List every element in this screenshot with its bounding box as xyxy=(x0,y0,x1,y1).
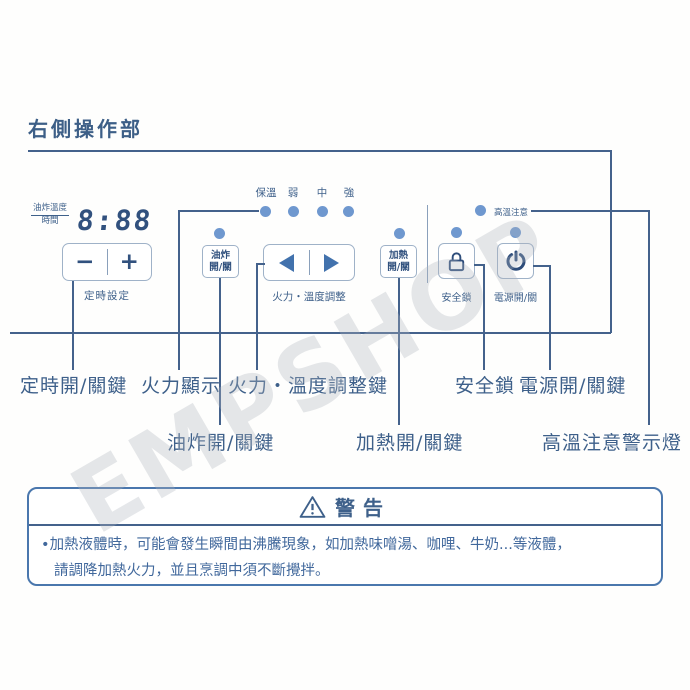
adjust-caption: 火力・溫度調整 xyxy=(272,291,346,303)
timer-minus-button[interactable]: − xyxy=(63,244,107,280)
callout-hightemp-light: 高溫注意警示燈 xyxy=(542,432,683,454)
high-temp-caption: 高溫注意 xyxy=(494,208,529,218)
timer-plus-button[interactable]: + xyxy=(108,244,152,280)
page-title: 右側操作部 xyxy=(28,117,143,141)
callout-line-power-v xyxy=(549,265,551,370)
arrow-left-icon xyxy=(278,253,294,272)
warning-line-1: •加熱液體時，可能會發生瞬間由沸騰現象，如加熱味噌湯、咖哩、牛奶...等液體， xyxy=(41,537,571,553)
level-dot-mid xyxy=(316,205,328,217)
callout-line-hightemp-v xyxy=(648,210,650,425)
warning-line-2: 請調降加熱火力，並且烹調中須不斷攪拌。 xyxy=(54,563,330,580)
display-caption: 油炸溫度 時間 xyxy=(31,203,69,228)
callout-line-lock-stub xyxy=(474,264,484,266)
callout-line-powerdisplay-h xyxy=(178,210,259,212)
arrow-right-icon xyxy=(324,253,340,272)
power-caption: 電源開/關 xyxy=(493,293,538,304)
power-button[interactable] xyxy=(497,243,534,279)
high-temp-indicator-dot xyxy=(474,204,486,216)
level-label-mid: 中 xyxy=(316,187,328,199)
callout-power-key: 電源開/關鍵 xyxy=(519,375,627,397)
warning-box: 警告 •加熱液體時，可能會發生瞬間由沸騰現象，如加熱味噌湯、咖哩、牛奶...等液… xyxy=(27,487,663,586)
warning-triangle-icon xyxy=(299,495,326,519)
fry-button-line2: 開/關 xyxy=(209,261,232,273)
callout-timer-key: 定時開/關鍵 xyxy=(20,375,128,397)
level-dot-keepwarm xyxy=(259,205,271,217)
callout-line-adjust-v xyxy=(256,263,258,370)
lock-button[interactable] xyxy=(438,243,475,279)
minus-icon: − xyxy=(75,248,95,275)
callout-line-adjust-stub xyxy=(256,263,265,265)
level-label-keepwarm: 保溫 xyxy=(255,187,277,199)
timer-caption: 定時設定 xyxy=(84,290,130,302)
callout-line-lock-v xyxy=(483,264,485,370)
callout-power-display: 火力顯示 xyxy=(141,375,222,397)
power-icon xyxy=(504,249,528,273)
title-rule xyxy=(28,150,611,152)
callout-line-fry xyxy=(219,278,221,425)
seven-segment-display: 8:88 xyxy=(75,204,155,237)
level-label-high: 強 xyxy=(343,187,355,199)
warning-header: 警告 xyxy=(29,489,661,526)
callout-line-hightemp-h xyxy=(531,210,648,212)
plus-icon: + xyxy=(119,248,139,275)
warning-body: •加熱液體時，可能會發生瞬間由沸騰現象，如加熱味噌湯、咖哩、牛奶...等液體， … xyxy=(29,526,661,584)
button-divider xyxy=(308,250,310,275)
adjust-up-button[interactable] xyxy=(310,245,355,280)
button-divider xyxy=(106,249,108,275)
heat-indicator-dot xyxy=(393,227,405,239)
callout-line-power-stub xyxy=(533,265,550,267)
lock-caption: 安全鎖 xyxy=(441,293,472,304)
heat-button-line2: 開/關 xyxy=(387,261,410,273)
heat-button[interactable]: 加熱 開/關 xyxy=(380,245,417,278)
callout-line-timer xyxy=(72,281,74,370)
lock-icon xyxy=(445,250,468,273)
timer-button[interactable]: − + xyxy=(62,243,152,281)
level-label-low: 弱 xyxy=(287,187,299,199)
callout-heat-key: 加熱開/關鍵 xyxy=(356,432,464,454)
adjust-button[interactable] xyxy=(263,244,355,281)
display-caption-bottom: 時間 xyxy=(41,216,59,227)
power-indicator-dot xyxy=(509,226,521,238)
callout-line-heat xyxy=(398,278,400,425)
group-divider-line xyxy=(427,205,428,283)
level-dot-low xyxy=(287,205,299,217)
lock-indicator-dot xyxy=(450,226,462,238)
level-dot-high xyxy=(342,205,354,217)
bullet: • xyxy=(41,537,50,553)
panel-bottom-line xyxy=(10,332,611,334)
fry-button-line1: 油炸 xyxy=(210,249,230,261)
warning-title: 警告 xyxy=(335,496,391,520)
frame-right-line xyxy=(610,150,612,333)
display-caption-top: 油炸溫度 xyxy=(31,203,69,217)
heat-button-line1: 加熱 xyxy=(388,249,408,261)
callout-adjust-key: 火力・溫度調整鍵 xyxy=(228,375,389,397)
callout-fry-key: 油炸開/關鍵 xyxy=(167,432,275,454)
fry-button[interactable]: 油炸 開/關 xyxy=(202,245,239,278)
fry-indicator-dot xyxy=(213,227,225,239)
adjust-down-button[interactable] xyxy=(264,245,309,280)
callout-line-powerdisplay-v xyxy=(178,210,180,370)
callout-lock-key: 安全鎖 xyxy=(455,375,516,397)
